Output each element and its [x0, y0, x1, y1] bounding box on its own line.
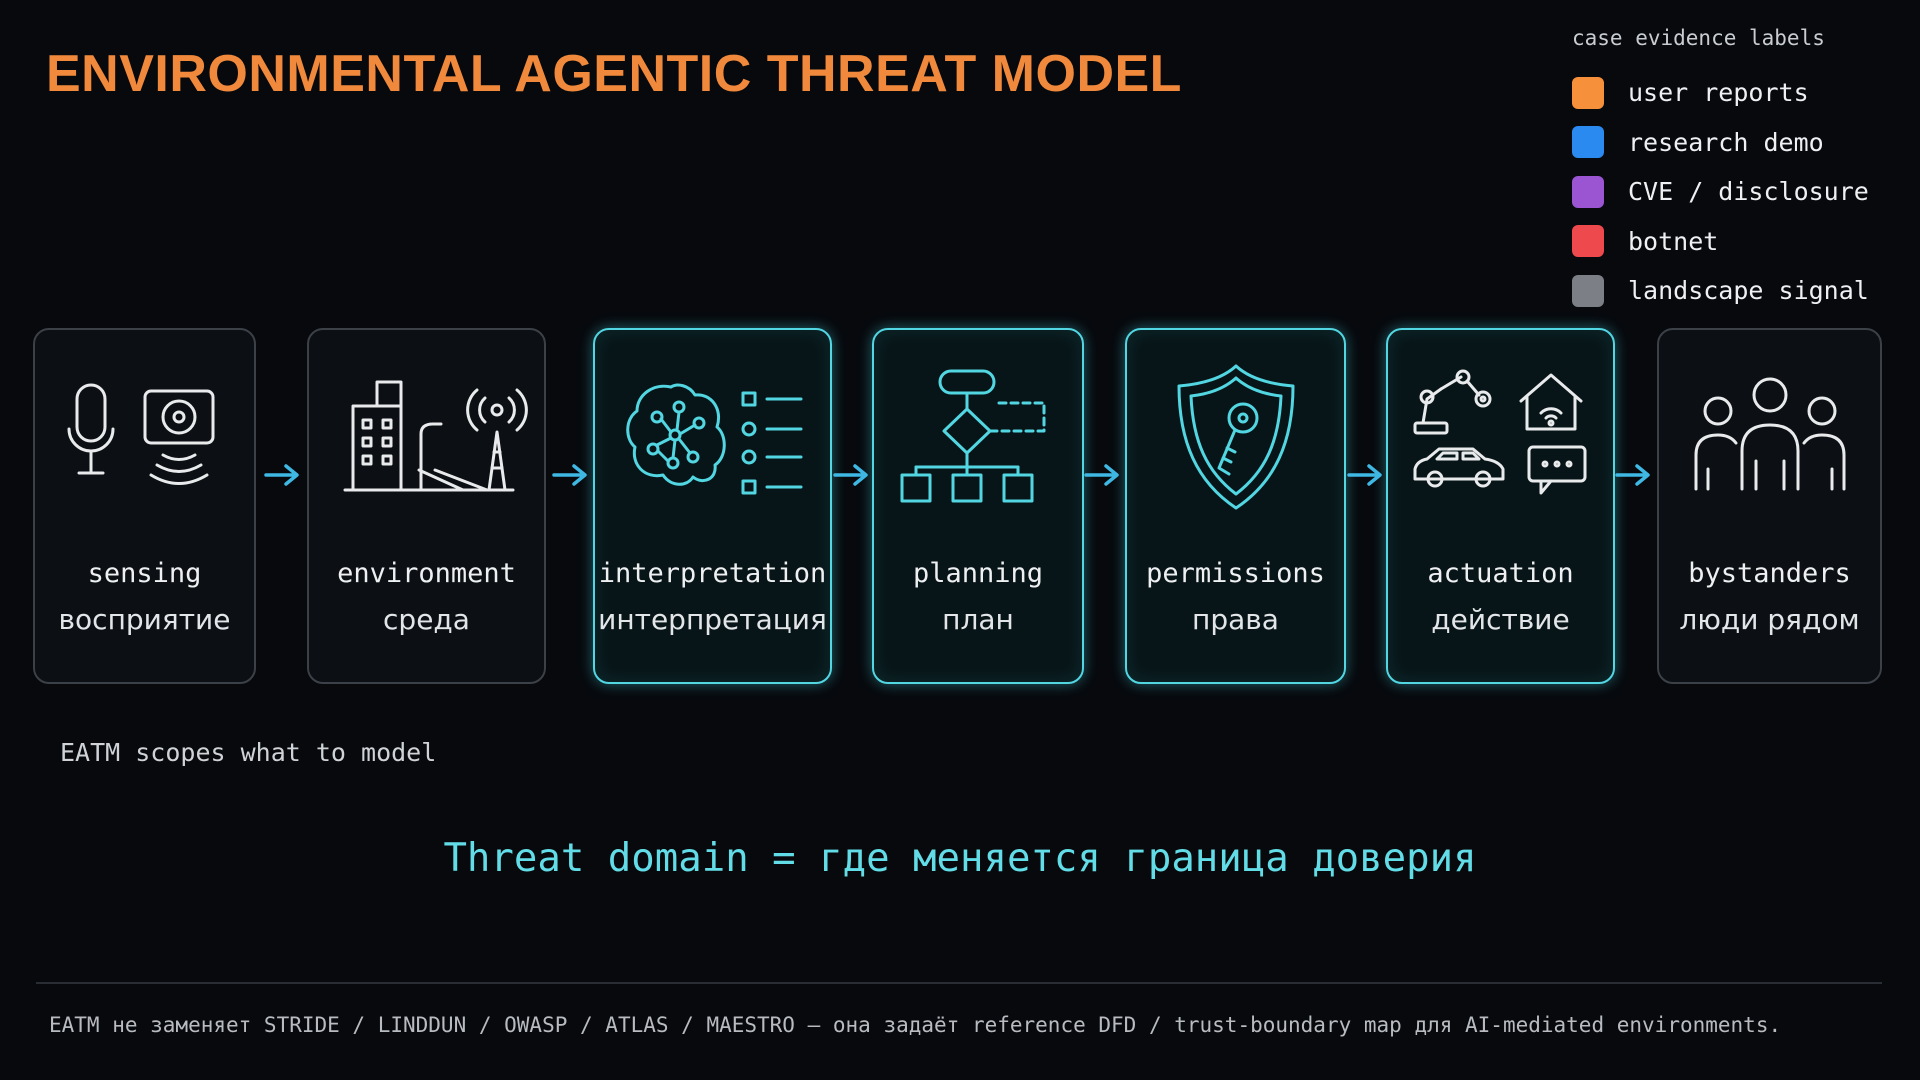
stage-label-en: permissions — [1146, 558, 1325, 589]
legend-label: research demo — [1628, 127, 1824, 157]
flow-arrow-icon — [264, 464, 299, 486]
legend-swatch — [1572, 274, 1604, 307]
stage-label-en: environment — [337, 558, 516, 589]
stage-bystanders: bystanders люди рядом — [1657, 328, 1882, 684]
legend-title: case evidence labels — [1572, 26, 1825, 50]
flow-arrow-icon — [833, 464, 868, 486]
footer-note: EATM не заменяет STRIDE / LINDDUN / OWAS… — [49, 1013, 1782, 1037]
legend-item-botnet: botnet — [1572, 217, 1869, 267]
legend-item-cve-disclosure: CVE / disclosure — [1572, 167, 1869, 217]
stage-label-ru: интерпретация — [598, 603, 827, 636]
stage-label-en: sensing — [87, 558, 202, 589]
stage-label-en: interpretation — [598, 558, 827, 589]
scope-note: EATM scopes what to model — [60, 738, 437, 767]
threat-domain-statement: Threat domain = где меняется граница дов… — [443, 836, 1477, 881]
flow-arrow-icon — [552, 464, 587, 486]
stage-label-ru: восприятие — [58, 603, 231, 636]
microphone-camera-icon — [35, 372, 254, 502]
legend-item-user-reports: user reports — [1572, 68, 1869, 118]
evidence-legend: case evidence labels user reports resear… — [1572, 26, 1869, 316]
legend-label: CVE / disclosure — [1628, 177, 1869, 207]
legend-label: landscape signal — [1628, 276, 1869, 306]
stage-permissions: permissions права — [1125, 328, 1346, 684]
legend-label: botnet — [1628, 226, 1719, 256]
legend-swatch — [1572, 175, 1604, 208]
stage-interpretation: interpretation интерпретация — [593, 328, 832, 684]
flow-arrow-icon — [1084, 464, 1119, 486]
legend-item-research-demo: research demo — [1572, 118, 1869, 168]
legend-label: user reports — [1628, 78, 1809, 108]
stage-label-ru: среда — [383, 603, 470, 636]
city-antenna-icon — [309, 372, 544, 502]
stage-environment: environment среда — [307, 328, 546, 684]
stage-label-ru: действие — [1431, 603, 1570, 636]
brain-list-icon — [595, 372, 830, 502]
robot-home-car-icon — [1388, 369, 1613, 502]
stage-label-ru: люди рядом — [1679, 603, 1860, 636]
flow-arrow-icon — [1615, 464, 1650, 486]
legend-item-landscape-signal: landscape signal — [1572, 266, 1869, 316]
page-title: ENVIRONMENTAL AGENTIC THREAT MODEL — [46, 45, 1182, 103]
stage-sensing: sensing восприятие — [33, 328, 256, 684]
stage-label-en: bystanders — [1688, 558, 1851, 589]
shield-key-icon — [1127, 364, 1344, 510]
flow-arrow-icon — [1347, 464, 1382, 486]
stage-actuation: actuation действие — [1386, 328, 1615, 684]
stage-label-ru: план — [942, 603, 1014, 636]
stage-label-en: actuation — [1427, 558, 1574, 589]
legend-swatch — [1572, 126, 1604, 159]
legend-swatch — [1572, 225, 1604, 258]
people-group-icon — [1659, 372, 1880, 502]
stage-label-ru: права — [1192, 603, 1279, 636]
stage-label-en: planning — [912, 558, 1044, 589]
stage-planning: planning план — [872, 328, 1084, 684]
divider — [36, 982, 1882, 984]
flowchart-icon — [874, 369, 1082, 503]
legend-swatch — [1572, 76, 1604, 109]
